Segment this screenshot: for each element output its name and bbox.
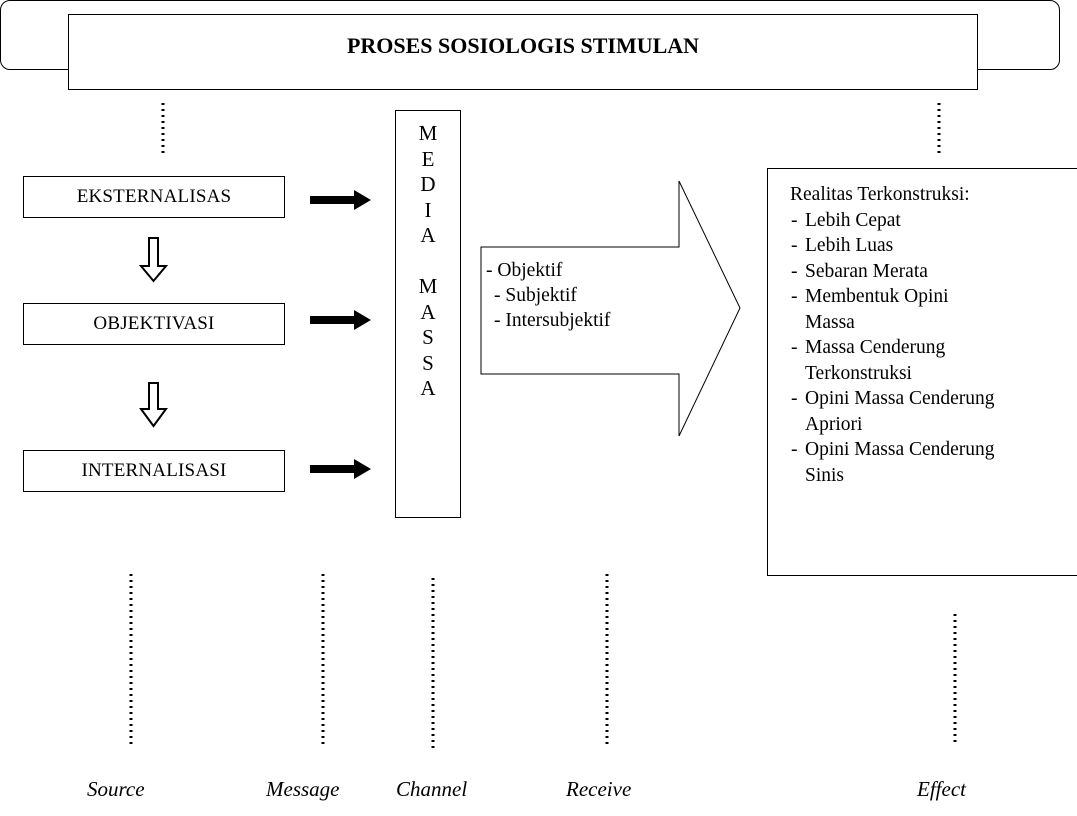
- arrow-right-2: [310, 310, 371, 330]
- stage-to-media-arrows: [310, 190, 371, 479]
- stage-label-objektivasi: OBJEKTIVASI: [93, 313, 215, 334]
- media-letter: I: [424, 197, 432, 222]
- dotted-connectors: [129, 103, 957, 748]
- media-massa-box: M E D I A M A S S A: [395, 110, 461, 518]
- arrow-right-3: [310, 459, 371, 479]
- stage-box-objektivasi: OBJEKTIVASI: [23, 303, 285, 345]
- effect-list: Lebih Cepat Lebih Luas Sebaran Merata Me…: [790, 208, 1077, 489]
- effect-item: Sebaran Merata: [790, 259, 1077, 285]
- effect-item: Opini Massa Cenderung Sinis: [790, 437, 1005, 488]
- effect-item: Lebih Cepat: [790, 208, 1077, 234]
- footer-label-effect: Effect: [917, 777, 966, 801]
- effect-item: Membentuk Opini Massa: [790, 284, 980, 335]
- down-arrow-2: [139, 382, 168, 428]
- effect-item: Massa Cenderung Terkonstruksi: [790, 335, 1005, 386]
- title-box: PROSES SOSIOLOGIS STIMULAN: [68, 14, 978, 90]
- down-arrow-1: [138, 237, 169, 283]
- receive-item: - Intersubjektif: [494, 310, 611, 331]
- stage-label-internalisasi: INTERNALISASI: [81, 460, 227, 481]
- massa-letter: S: [422, 325, 434, 349]
- arrow-right-1: [310, 190, 371, 210]
- effect-item: Opini Massa Cenderung Apriori: [790, 386, 1015, 437]
- footer-label-message: Message: [266, 777, 340, 801]
- media-letter: E: [421, 146, 435, 171]
- diagram-title: PROSES SOSIOLOGIS STIMULAN: [346, 33, 700, 58]
- effect-item: Lebih Luas: [790, 233, 1077, 259]
- receive-item: - Subjektif: [494, 285, 577, 306]
- stage-label-eksternalisasi: EKSTERNALISAS: [76, 186, 232, 207]
- footer-label-receive: Receive: [566, 777, 632, 801]
- media-letter: M: [418, 121, 438, 145]
- stage-box-internalisasi: INTERNALISASI: [23, 450, 285, 492]
- massa-letter: A: [420, 299, 436, 324]
- receive-list: - Objektif - Subjektif - Intersubjektif: [486, 258, 610, 333]
- receive-item: - Objektif: [486, 260, 563, 281]
- receive-big-arrow: [480, 180, 741, 437]
- media-letter: D: [420, 172, 436, 196]
- massa-letter: S: [422, 350, 434, 375]
- media-letter: A: [420, 223, 436, 247]
- footer-label-source: Source: [87, 777, 145, 801]
- effect-heading: Realitas Terkonstruksi:: [790, 184, 970, 205]
- massa-letter: A: [420, 376, 436, 400]
- stage-down-arrows: [138, 237, 169, 428]
- effect-box: Realitas Terkonstruksi: Lebih Cepat Lebi…: [767, 168, 1077, 576]
- massa-letter: M: [418, 274, 438, 298]
- stage-box-eksternalisasi: EKSTERNALISAS: [23, 176, 285, 218]
- footer-label-channel: Channel: [396, 777, 468, 801]
